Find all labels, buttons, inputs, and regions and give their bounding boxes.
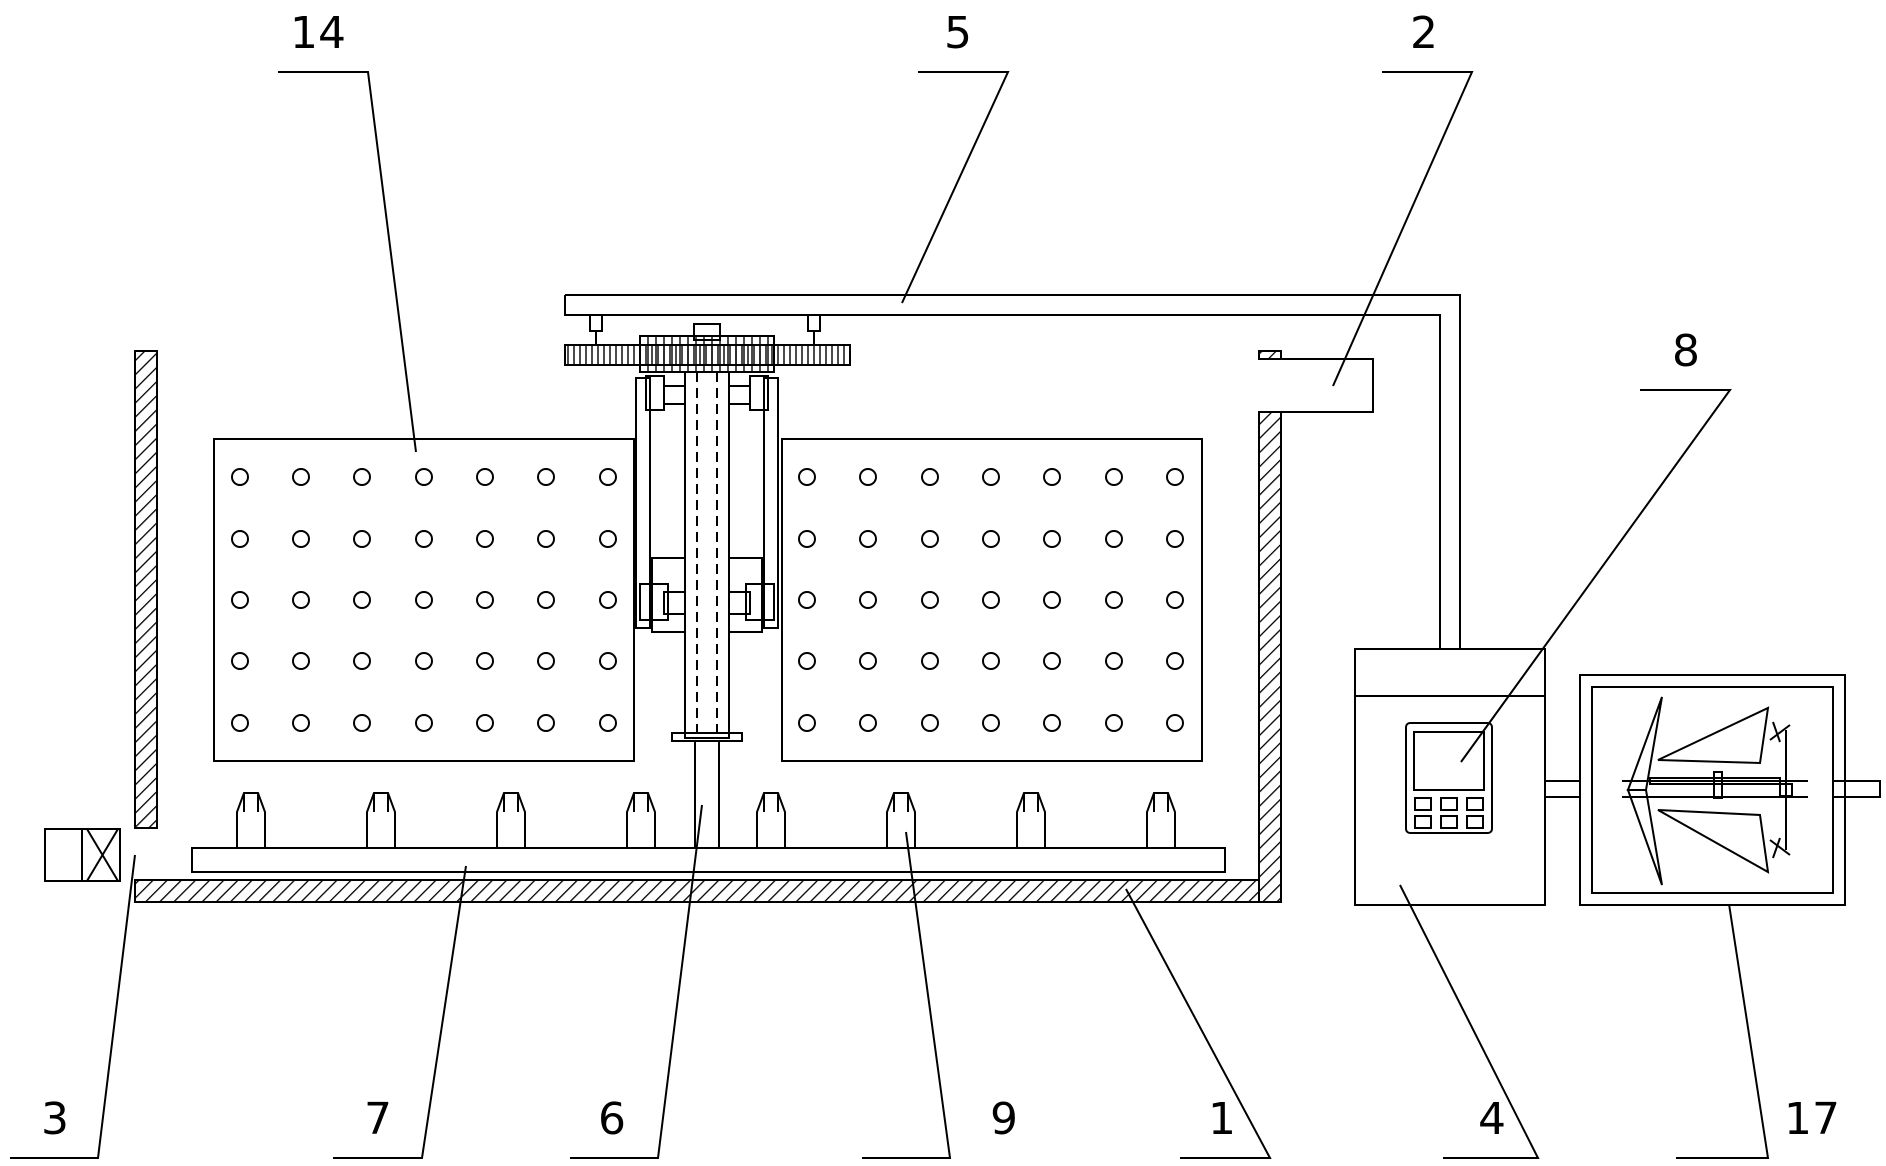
central-shaft xyxy=(635,323,779,848)
label-9: 9 xyxy=(990,1094,1018,1145)
holes-left xyxy=(231,468,617,732)
label-3: 3 xyxy=(41,1094,69,1145)
inlet-pipe xyxy=(1259,358,1374,413)
label-7: 7 xyxy=(364,1094,392,1145)
nozzle-row xyxy=(236,792,1176,849)
holes-right xyxy=(798,468,1184,732)
label-6: 6 xyxy=(598,1094,626,1145)
perforated-plate-right xyxy=(781,438,1203,762)
label-4: 4 xyxy=(1478,1094,1506,1145)
control-box xyxy=(1354,648,1546,906)
label-14: 14 xyxy=(290,8,346,59)
leader-lines xyxy=(10,71,1770,1159)
label-2: 2 xyxy=(1410,8,1438,59)
part-labels: 14 5 2 8 3 7 6 9 1 4 17 xyxy=(41,8,1840,1145)
label-5: 5 xyxy=(944,8,972,59)
gear-train xyxy=(564,314,851,373)
outlet-valve xyxy=(44,827,157,882)
tank-walls xyxy=(134,350,1282,903)
label-8: 8 xyxy=(1672,326,1700,377)
control-screen xyxy=(1413,731,1485,791)
base-plate xyxy=(191,847,1226,873)
label-1: 1 xyxy=(1208,1094,1236,1145)
perforated-plate-left xyxy=(213,438,635,762)
pump-unit xyxy=(1545,674,1881,906)
label-17: 17 xyxy=(1784,1094,1840,1145)
top-frame xyxy=(564,294,1461,649)
